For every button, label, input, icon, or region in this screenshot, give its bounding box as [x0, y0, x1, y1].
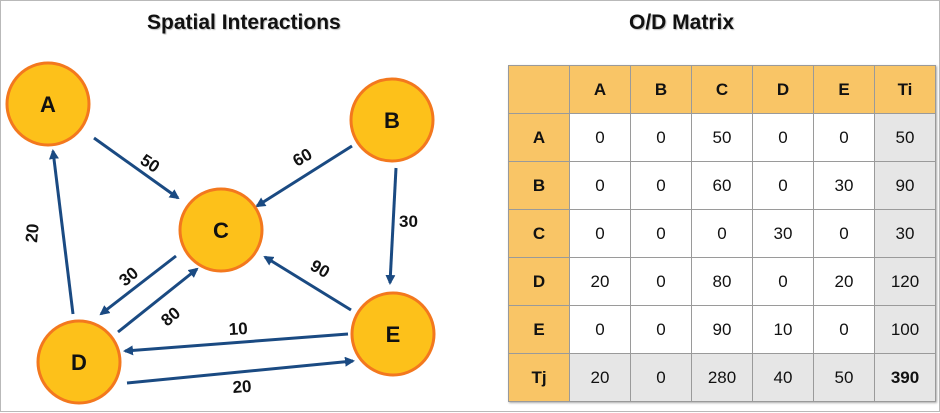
table-cell: 0 [569, 113, 631, 162]
table-cell: 0 [752, 113, 814, 162]
table-row: D 20 0 80 0 20 120 [508, 257, 936, 306]
grand-total-cell: 390 [874, 353, 936, 402]
diagram-title: Spatial Interactions [147, 11, 341, 34]
edge-e-to-d [123, 332, 349, 356]
table-cell: 30 [752, 209, 814, 258]
row-total-cell: 90 [874, 161, 936, 210]
table-cell: 0 [630, 161, 692, 210]
column-header: B [630, 65, 692, 114]
table-row: A 0 0 50 0 0 50 [508, 113, 936, 162]
table-cell: 50 [691, 113, 753, 162]
table-cell: 0 [691, 209, 753, 258]
table-cell: 20 [813, 257, 875, 306]
column-total-cell: 0 [630, 353, 692, 402]
node-a: A [5, 61, 91, 147]
table-cell: 0 [569, 305, 631, 354]
table-cell: 0 [569, 209, 631, 258]
edge-label-d-a: 20 [22, 223, 43, 244]
node-b-label: B [384, 108, 400, 133]
matrix-title: O/D Matrix [629, 11, 735, 34]
table-cell: 90 [691, 305, 753, 354]
row-header: A [508, 113, 570, 162]
node-e: E [350, 291, 436, 377]
edge-label-e-c: 90 [307, 256, 333, 282]
table-cell: 60 [691, 161, 753, 210]
corner-cell [508, 65, 570, 114]
column-header-total: Ti [874, 65, 936, 114]
node-e-label: E [386, 322, 401, 347]
table-cell: 0 [630, 257, 692, 306]
row-header: D [508, 257, 570, 306]
node-d-label: D [71, 350, 87, 375]
edge-d-to-e [126, 356, 355, 385]
edge-label-b-e: 30 [399, 212, 418, 231]
table-cell: 0 [813, 113, 875, 162]
spatial-interaction-diagram: 50 60 30 20 30 80 90 10 20 A B C D E [5, 61, 436, 405]
edge-b-to-e [385, 167, 398, 285]
column-total-cell: 20 [569, 353, 631, 402]
edge-d-to-c [117, 267, 199, 334]
row-header: B [508, 161, 570, 210]
table-cell: 80 [691, 257, 753, 306]
table-cell: 0 [813, 305, 875, 354]
table-cell: 10 [752, 305, 814, 354]
row-header-total: Tj [508, 353, 570, 402]
table-row: C 0 0 0 30 0 30 [508, 209, 936, 258]
column-total-cell: 40 [752, 353, 814, 402]
edge-c-to-d [99, 254, 177, 316]
table-row: E 0 0 90 10 0 100 [508, 305, 936, 354]
totals-row: Tj 20 0 280 40 50 390 [508, 353, 936, 402]
column-header: A [569, 65, 631, 114]
table-cell: 0 [813, 209, 875, 258]
edge-a-to-c [93, 136, 180, 200]
table-cell: 0 [630, 305, 692, 354]
table-cell: 0 [752, 257, 814, 306]
node-d: D [36, 319, 122, 405]
edge-label-d-c: 80 [157, 303, 184, 330]
node-a-label: A [40, 92, 56, 117]
row-total-cell: 120 [874, 257, 936, 306]
table-cell: 0 [630, 113, 692, 162]
table-cell: 20 [569, 257, 631, 306]
row-header: C [508, 209, 570, 258]
table-header-row: A B C D E Ti [508, 65, 936, 114]
od-matrix-table: A B C D E Ti A 0 0 50 0 0 50 B 0 0 60 0 … [508, 65, 936, 402]
row-total-cell: 100 [874, 305, 936, 354]
column-total-cell: 280 [691, 353, 753, 402]
table-cell: 0 [569, 161, 631, 210]
column-header: D [752, 65, 814, 114]
edge-d-to-a [49, 149, 75, 315]
node-c: C [178, 187, 264, 273]
edge-b-to-c [255, 144, 353, 208]
row-total-cell: 50 [874, 113, 936, 162]
column-header: E [813, 65, 875, 114]
edge-label-b-c: 60 [290, 145, 316, 171]
edge-e-to-c [263, 255, 352, 312]
node-b: B [349, 77, 435, 163]
row-total-cell: 30 [874, 209, 936, 258]
table-row: B 0 0 60 0 30 90 [508, 161, 936, 210]
row-header: E [508, 305, 570, 354]
node-c-label: C [213, 218, 229, 243]
table-cell: 30 [813, 161, 875, 210]
column-total-cell: 50 [813, 353, 875, 402]
column-header: C [691, 65, 753, 114]
table-cell: 0 [630, 209, 692, 258]
edge-label-e-d: 10 [228, 319, 248, 339]
table-cell: 0 [752, 161, 814, 210]
edge-label-d-e: 20 [232, 377, 252, 397]
